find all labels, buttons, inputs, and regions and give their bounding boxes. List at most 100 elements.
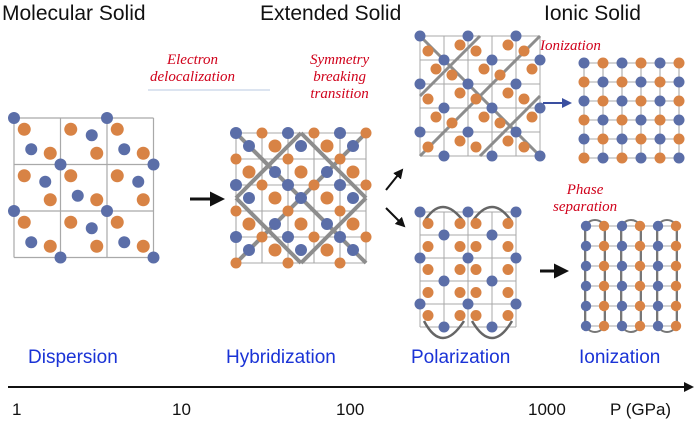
blue-atom <box>580 300 592 312</box>
orange-atom <box>634 240 646 252</box>
blue-atom <box>414 126 426 138</box>
orange-atom <box>136 239 150 253</box>
blue-atom <box>578 95 590 107</box>
orange-atom <box>634 320 646 332</box>
orange-atom <box>616 152 628 164</box>
orange-atom <box>502 287 514 298</box>
orange-atom <box>634 220 646 232</box>
header-molecular-solid: Molecular Solid <box>2 2 146 25</box>
blue-atom <box>673 152 685 164</box>
orange-atom <box>268 139 282 153</box>
orange-atom <box>64 122 78 136</box>
blue-atom <box>578 133 590 145</box>
blue-atom <box>580 320 592 332</box>
orange-atom <box>334 205 346 217</box>
orange-atom <box>43 239 57 253</box>
orange-atom <box>90 146 104 160</box>
blue-atom <box>132 175 145 188</box>
axis-tick-10: 10 <box>172 400 191 419</box>
orange-atom <box>64 215 78 229</box>
blue-atom <box>438 275 450 287</box>
orange-atom <box>360 127 372 139</box>
orange-atom <box>242 165 256 179</box>
orange-atom <box>136 193 150 207</box>
orange-atom <box>360 231 372 243</box>
orange-atom <box>334 257 346 269</box>
blue-atom <box>654 95 666 107</box>
blue-atom <box>438 150 450 162</box>
blue-atom <box>71 189 84 202</box>
blue-atom <box>54 251 67 264</box>
annotation-symmetry-breaking: Symmetry breaking transition <box>310 52 369 103</box>
blue-atom <box>269 166 281 178</box>
blue-atom <box>414 206 426 218</box>
orange-atom <box>136 146 150 160</box>
blue-atom <box>282 127 294 139</box>
arrow-to-symmetry-broken <box>385 168 404 191</box>
annotation-phase-separation: Phase separation <box>553 182 617 216</box>
orange-atom <box>635 57 647 69</box>
blue-atom <box>635 114 647 126</box>
orange-atom <box>422 141 434 153</box>
blue-atom <box>414 298 426 310</box>
blue-atom <box>616 260 628 272</box>
orange-atom <box>673 95 685 107</box>
orange-atom <box>598 260 610 272</box>
orange-atom <box>470 241 482 252</box>
orange-atom <box>634 280 646 292</box>
blue-atom <box>652 240 664 252</box>
orange-atom <box>470 45 482 57</box>
blue-atom <box>654 57 666 69</box>
orange-atom <box>242 217 256 231</box>
orange-atom <box>308 231 320 243</box>
annotation-symmetry-line2: breaking <box>313 69 366 85</box>
blue-atom <box>243 140 255 152</box>
blue-atom <box>347 140 359 152</box>
blue-atom <box>510 298 522 310</box>
blue-atom <box>147 251 160 264</box>
orange-atom <box>494 117 506 129</box>
orange-atom <box>422 264 434 275</box>
orange-atom <box>673 133 685 145</box>
blue-atom <box>510 126 522 138</box>
blue-atom <box>616 133 628 145</box>
orange-atom <box>430 111 442 123</box>
orange-atom <box>320 139 334 153</box>
blue-atom <box>118 236 131 249</box>
blue-atom <box>347 192 359 204</box>
orange-atom <box>502 264 514 275</box>
blue-atom <box>101 205 113 217</box>
orange-atom <box>597 95 609 107</box>
blue-atom <box>510 206 522 218</box>
blue-atom <box>334 179 346 191</box>
blue-atom <box>635 76 647 88</box>
orange-atom <box>670 240 682 252</box>
orange-atom <box>470 141 482 153</box>
annotation-symmetry-line3: transition <box>310 86 369 102</box>
orange-atom <box>470 287 482 298</box>
blue-atom <box>462 30 474 42</box>
blue-atom <box>578 57 590 69</box>
blue-atom <box>243 244 255 256</box>
orange-atom <box>597 133 609 145</box>
orange-atom <box>422 45 434 57</box>
blue-atom <box>673 76 685 88</box>
orange-atom <box>422 218 434 229</box>
orange-atom <box>670 280 682 292</box>
blue-atom <box>462 252 474 264</box>
header-ionic-solid: Ionic Solid <box>544 2 641 25</box>
blue-atom <box>243 192 255 204</box>
blue-atom <box>347 244 359 256</box>
orange-atom <box>518 45 530 57</box>
blue-atom <box>282 231 294 243</box>
blue-atom <box>438 229 450 241</box>
blue-atom <box>462 78 474 90</box>
blue-atom <box>510 30 522 42</box>
blue-atom <box>486 275 498 287</box>
orange-atom <box>597 57 609 69</box>
axis-tick-100: 100 <box>336 400 365 419</box>
orange-atom <box>598 220 610 232</box>
orange-atom <box>256 231 268 243</box>
blue-atom <box>652 300 664 312</box>
orange-atom <box>502 310 514 321</box>
